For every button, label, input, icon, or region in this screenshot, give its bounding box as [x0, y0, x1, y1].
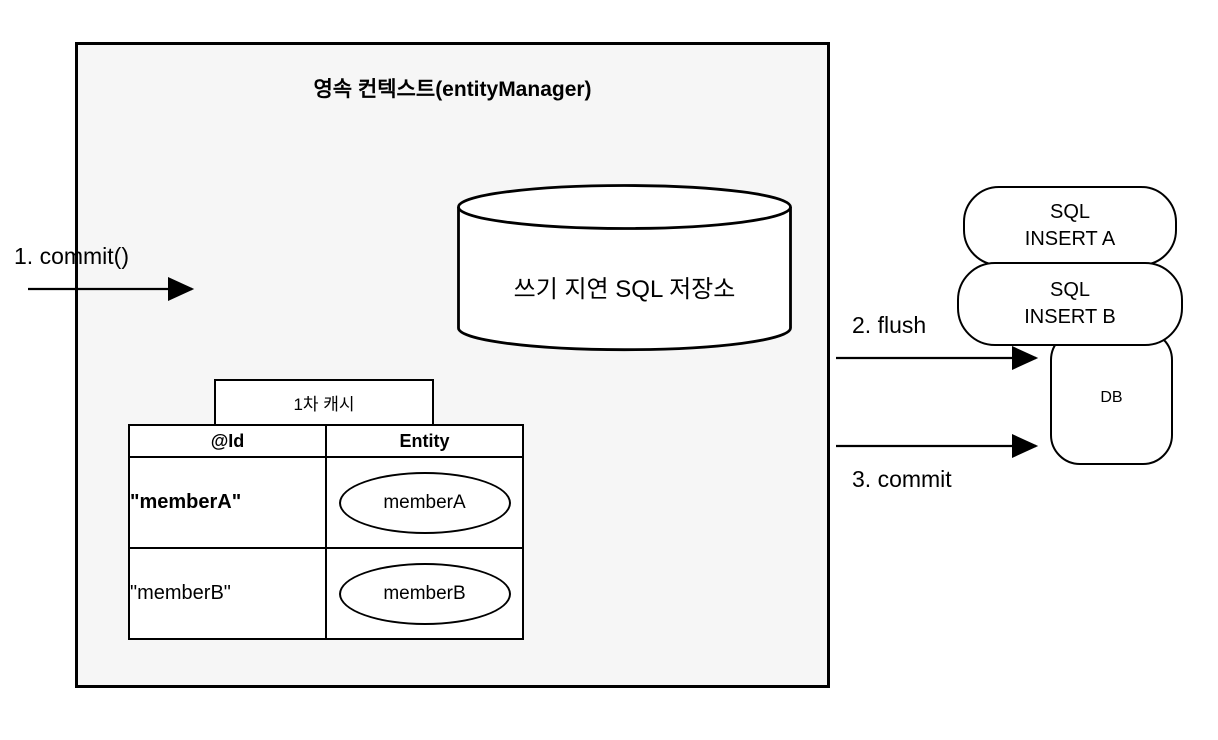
sql-insert-a-box: SQL INSERT A: [963, 186, 1177, 266]
entity-memberB-label: memberB: [383, 582, 466, 604]
cache-row-memberA: "memberA" memberA: [128, 456, 524, 549]
database-label: DB: [1100, 388, 1123, 406]
cache-id-memberB: "memberB": [128, 547, 327, 640]
persistence-context-box: 영속 컨텍스트(entityManager) 쓰기 지연 SQL 저장소 1차 …: [75, 42, 830, 688]
cache-header-id: @Id: [128, 424, 327, 458]
sql-insert-b-line1: SQL: [1049, 279, 1091, 301]
step-1-commit-label: 1. commit(): [14, 243, 129, 269]
cache-header-entity: Entity: [325, 424, 524, 458]
write-behind-sql-store: 쓰기 지연 SQL 저장소: [456, 183, 793, 353]
cache-row-memberB: "memberB" memberB: [128, 547, 524, 640]
database-box: DB: [1050, 330, 1173, 465]
cache-entity-cell-memberA: memberA: [325, 456, 524, 549]
entity-memberA-label: memberA: [383, 491, 466, 513]
cache-header-row: @Id Entity: [128, 424, 524, 458]
cache-entity-cell-memberB: memberB: [325, 547, 524, 640]
write-behind-sql-store-label: 쓰기 지연 SQL 저장소: [513, 276, 736, 303]
first-level-cache-label: 1차 캐시: [293, 395, 355, 414]
first-level-cache-tab: 1차 캐시: [214, 379, 434, 426]
cylinder-shape-icon: [457, 184, 792, 352]
entity-memberA-ellipse: memberA: [338, 471, 511, 534]
persistence-context-title: 영속 컨텍스트(entityManager): [313, 78, 592, 101]
first-level-cache-table: @Id Entity "memberA" memberA "memberB": [128, 424, 524, 640]
sql-insert-a-line1: SQL: [1049, 201, 1091, 223]
sql-insert-b-box: SQL INSERT B: [957, 262, 1183, 346]
sql-insert-a-line2: INSERT A: [1024, 228, 1116, 250]
entity-memberB-ellipse: memberB: [338, 562, 511, 625]
cache-id-memberA: "memberA": [128, 456, 327, 549]
step-3-commit-label: 3. commit: [852, 466, 952, 492]
sql-insert-b-line2: INSERT B: [1024, 306, 1116, 328]
step-2-flush-label: 2. flush: [852, 312, 927, 338]
